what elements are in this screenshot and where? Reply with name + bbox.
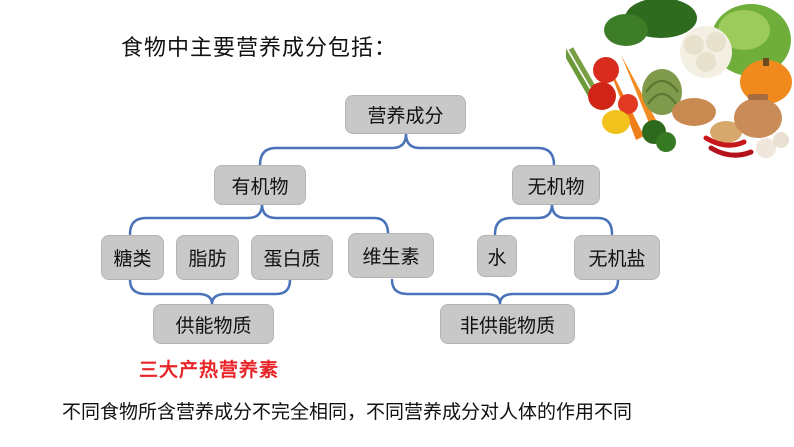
brace-organic xyxy=(128,203,390,236)
brace-root xyxy=(258,133,556,167)
node-salt: 无机盐 xyxy=(574,235,660,280)
node-vitamin: 维生素 xyxy=(348,233,434,278)
brace-energy xyxy=(128,278,292,305)
node-organic: 有机物 xyxy=(214,165,306,205)
node-energy-supply: 供能物质 xyxy=(153,304,274,344)
node-inorganic: 无机物 xyxy=(512,165,600,205)
node-sugar: 糖类 xyxy=(101,235,164,280)
node-non-energy-supply: 非供能物质 xyxy=(440,304,575,344)
slide-title: 食物中主要营养成分包括： xyxy=(121,36,398,61)
summary-text: 不同食物所含营养成分不完全相同，不同营养成分对人体的作用不同 xyxy=(62,401,633,423)
node-water: 水 xyxy=(477,235,517,277)
node-nutrients: 营养成分 xyxy=(345,95,466,134)
brace-inorganic xyxy=(493,203,614,236)
node-protein: 蛋白质 xyxy=(251,235,333,280)
vegetables-image xyxy=(566,0,792,158)
brace-non-energy xyxy=(390,278,620,305)
energy-nutrients-note: 三大产热营养素 xyxy=(139,359,280,381)
node-fat: 脂肪 xyxy=(176,235,239,280)
